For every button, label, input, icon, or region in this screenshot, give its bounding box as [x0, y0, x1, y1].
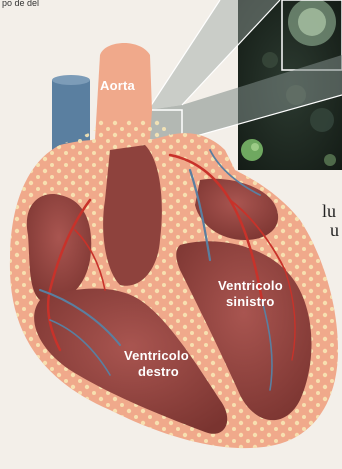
label-left-ventricle-line1: Ventricolo [218, 278, 283, 293]
cropped-text-right-1: lu [322, 201, 336, 221]
cropped-text-right-2: u [330, 220, 339, 240]
label-aorta: Aorta [100, 78, 136, 93]
label-right-ventricle-line1: Ventricolo [124, 348, 189, 363]
label-left-ventricle-line2: sinistro [226, 294, 275, 309]
cropped-text-top: po de del [2, 0, 39, 8]
label-right-ventricle-line2: destro [138, 364, 179, 379]
